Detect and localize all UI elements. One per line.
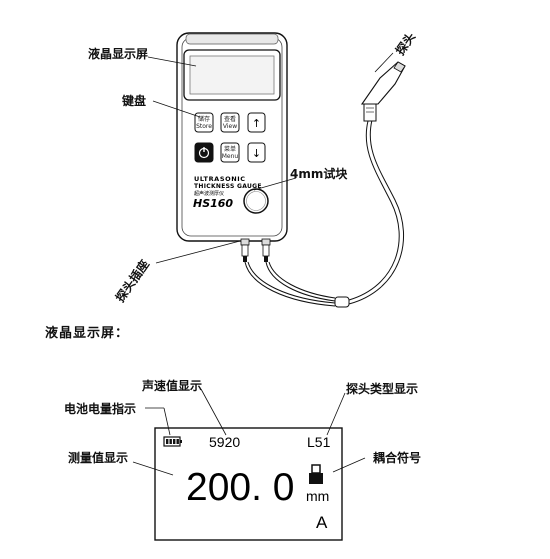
probe-head <box>360 61 406 122</box>
test-block <box>243 188 269 214</box>
svg-text:菜单: 菜单 <box>224 145 236 153</box>
gauge-device: 储存 Store 查看 View ↑ 菜单 Menu ↓ ULTRASONI <box>176 32 406 308</box>
svg-text:Store: Store <box>196 123 212 130</box>
keypad-label: 键盘 <box>121 93 146 108</box>
view-key[interactable]: 查看 View <box>220 112 240 133</box>
menu-key[interactable]: 菜单 Menu <box>220 142 240 163</box>
panel-line-3: 超声波测厚仪 <box>194 190 224 197</box>
battery-icon <box>163 436 182 447</box>
probe-type-readout: L51 <box>307 434 331 450</box>
mode-readout: A <box>316 513 328 532</box>
measurement-label: 测量值显示 <box>68 450 128 465</box>
coupling-icon <box>309 464 323 484</box>
lcd-display-diagram: 5920 L51 200. 0 mm A <box>154 427 343 541</box>
svg-text:查看: 查看 <box>224 115 236 123</box>
lcd-screen-label: 液晶显示屏 <box>88 46 148 61</box>
coupling-symbol-label: 耦合符号 <box>373 450 421 465</box>
power-key[interactable] <box>194 142 214 163</box>
lower-leader-lines <box>132 388 366 476</box>
model-name: HS160 <box>193 197 233 210</box>
battery-indicator-label: 电池电量指示 <box>64 401 136 416</box>
probe-socket-label: 探头插座 <box>112 257 152 305</box>
svg-text:View: View <box>223 123 237 130</box>
sound-velocity-readout: 5920 <box>209 434 240 450</box>
sound-velocity-label: 声速值显示 <box>141 378 202 393</box>
down-arrow-icon: ↓ <box>252 147 261 160</box>
upper-leader-lines <box>147 52 394 264</box>
test-block-label: 4mm试块 <box>290 166 348 181</box>
panel-line-1: ULTRASONIC <box>194 175 246 183</box>
probe-label: 探头 <box>392 29 418 57</box>
store-key[interactable]: 储存 Store <box>194 112 214 133</box>
svg-text:储存: 储存 <box>198 115 210 123</box>
probe-cable <box>244 119 404 308</box>
up-key[interactable]: ↑ <box>247 112 266 133</box>
unit-readout: mm <box>306 488 329 504</box>
svg-text:Menu: Menu <box>222 153 239 160</box>
lcd-section-title: 液晶显示屏： <box>45 326 130 341</box>
panel-line-2: THICKNESS GAUGE <box>194 183 262 190</box>
probe-sockets <box>240 238 271 262</box>
down-key[interactable]: ↓ <box>247 142 266 163</box>
measurement-readout: 200. 0 <box>186 466 294 509</box>
up-arrow-icon: ↑ <box>252 117 261 130</box>
probe-type-label: 探头类型显示 <box>346 381 418 396</box>
